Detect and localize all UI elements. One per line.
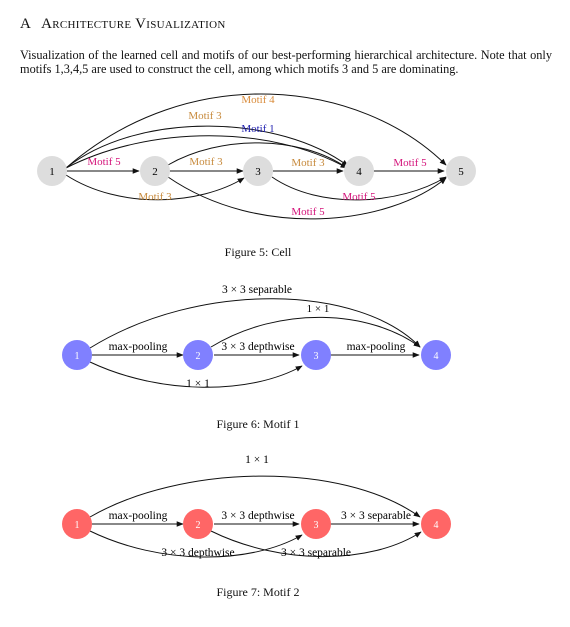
svg-text:4: 4 [356,166,362,178]
m2-label-1x1: 1 × 1 [245,454,269,466]
svg-text:1: 1 [75,520,80,531]
cell-node-2: 2 [140,156,170,186]
edge-m1-2-4-up [210,316,421,348]
m1-node-3: 3 [301,340,331,370]
cell-node-5: 5 [446,156,476,186]
figure-cell: 1 2 3 4 5 Motif 4 Motif 3 Motif 1 Motif … [37,93,476,220]
cell-node-3: 3 [243,156,273,186]
cell-label-motif5-12: Motif 5 [87,156,121,168]
cell-label-motif5-35: Motif 5 [342,191,376,203]
svg-text:2: 2 [196,351,201,362]
cell-label-motif3-23: Motif 3 [189,156,223,168]
m1-label-1x1-top: 1 × 1 [307,303,330,315]
svg-text:1: 1 [75,351,80,362]
m2-label-depthwise-23: 3 × 3 depthwise [221,510,294,522]
edge-m1-1-4-top [89,298,421,349]
edge-cell-1-4-upper [65,125,349,169]
edge-m2-1-4-top [89,475,421,518]
edge-cell-1-4-mid [65,135,348,169]
m2-node-4: 4 [421,509,451,539]
figure-motif-2: 1 2 3 4 1 × 1 max-pooling 3 × 3 depthwis… [62,454,451,559]
section-title: Architecture Visualization [41,16,226,32]
svg-text:4: 4 [434,520,439,531]
edge-cell-2-4-upper [167,142,348,169]
m1-label-sep: 3 × 3 separable [222,284,292,296]
svg-text:4: 4 [434,351,439,362]
cell-node-4: 4 [344,156,374,186]
edge-m2-2-4-low [210,530,422,558]
cell-label-motif5-45: Motif 5 [393,157,427,169]
m1-node-4: 4 [421,340,451,370]
cell-label-motif4: Motif 4 [241,94,275,106]
cell-label-motif3-low: Motif 3 [138,191,172,203]
m2-node-2: 2 [183,509,213,539]
intro-paragraph: Visualization of the learned cell and mo… [20,48,552,76]
m1-label-1x1-low: 1 × 1 [186,378,210,390]
m1-node-2: 2 [183,340,213,370]
svg-text:3: 3 [255,166,261,178]
edge-m2-1-3-low [89,530,303,558]
edge-cell-1-5-top [65,93,447,169]
svg-text:3: 3 [314,351,319,362]
caption-figure-6: Figure 6: Motif 1 [216,417,300,431]
m1-label-maxpool-12: max-pooling [109,341,168,353]
edge-cell-3-5-lower [271,176,447,201]
m1-label-depthwise: 3 × 3 depthwise [221,341,294,353]
m1-node-1: 1 [62,340,92,370]
m2-label-maxpool: max-pooling [109,510,168,522]
figure-motif-1: 1 2 3 4 3 × 3 separable 1 × 1 max-poolin… [62,284,451,390]
caption-figure-5: Figure 5: Cell [224,245,292,259]
caption-figure-7: Figure 7: Motif 2 [216,585,300,599]
m2-node-1: 1 [62,509,92,539]
m2-label-sep-34: 3 × 3 separable [341,510,411,522]
m2-node-3: 3 [301,509,331,539]
edge-m1-1-3-low [89,361,303,388]
svg-text:1: 1 [49,166,55,178]
cell-label-motif1: Motif 1 [241,123,274,135]
m2-label-depthwise-low: 3 × 3 depthwise [161,547,234,559]
section-number: A [20,16,32,32]
m2-label-sep-low: 3 × 3 separable [281,547,351,559]
svg-text:5: 5 [458,166,464,178]
svg-text:2: 2 [152,166,158,178]
edge-cell-1-3-lower [65,174,245,201]
cell-node-1: 1 [37,156,67,186]
cell-label-motif3-34: Motif 3 [291,157,325,169]
m1-label-maxpool-34: max-pooling [347,341,406,353]
svg-text:3: 3 [314,520,319,531]
svg-text:2: 2 [196,520,201,531]
cell-label-motif5-low: Motif 5 [291,206,325,218]
cell-label-motif3-top: Motif 3 [188,110,222,122]
section-heading: A Architecture Visualization [20,16,226,33]
edge-cell-2-5-lower [167,176,447,220]
